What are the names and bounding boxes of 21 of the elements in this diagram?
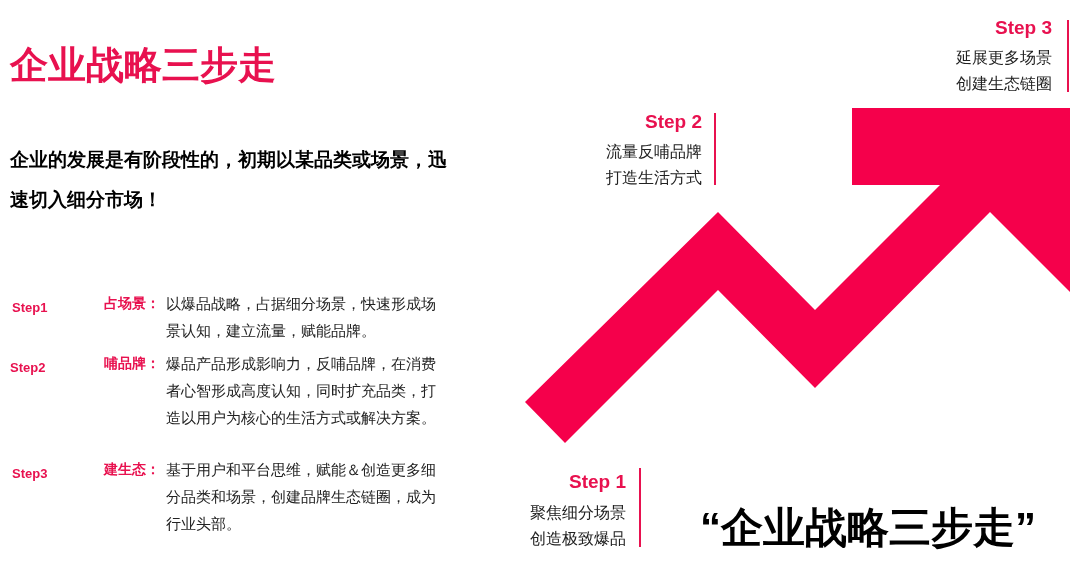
step-text: 延展更多场景 <box>956 48 1052 68</box>
step-text: 打造生活方式 <box>606 168 702 188</box>
step-description: 基于用户和平台思维，赋能＆创造更多细分品类和场景，创建品牌生态链圈，成为行业头部。 <box>166 460 437 534</box>
step-heading: Step 1 <box>568 470 626 494</box>
step-keyword: 建生态： <box>104 460 160 479</box>
step-description: 以爆品战略，占据细分场景，快速形成场景认知，建立流量，赋能品牌。 <box>166 294 437 341</box>
step-heading: Step 3 <box>994 16 1052 40</box>
step-label: Step2 <box>10 359 46 377</box>
step-text: 聚焦细分场景 <box>530 503 626 523</box>
step-description: 爆品产品形成影响力，反哺品牌，在消费者心智形成高度认知，同时扩充品类，打造以用户为核心的生活方式或解决方案。 <box>166 354 437 428</box>
step-heading: Step 2 <box>644 110 702 134</box>
step-label: Step1 <box>12 299 48 317</box>
step-text: 创造极致爆品 <box>530 529 626 549</box>
step-text: 创建生态链圈 <box>956 74 1052 94</box>
page-title: 企业战略三步走 <box>10 46 276 84</box>
step-keyword: 哺品牌： <box>104 354 160 373</box>
step-keyword: 占场景： <box>104 294 160 313</box>
slogan-text: “企业战略三步走” <box>700 503 1036 553</box>
intro-text: 企业的发展是有阶段性的，初期以某品类或场景，迅速切入细分市场！ <box>10 148 448 212</box>
step-label: Step3 <box>12 465 48 483</box>
step-text: 流量反哺品牌 <box>606 142 702 162</box>
